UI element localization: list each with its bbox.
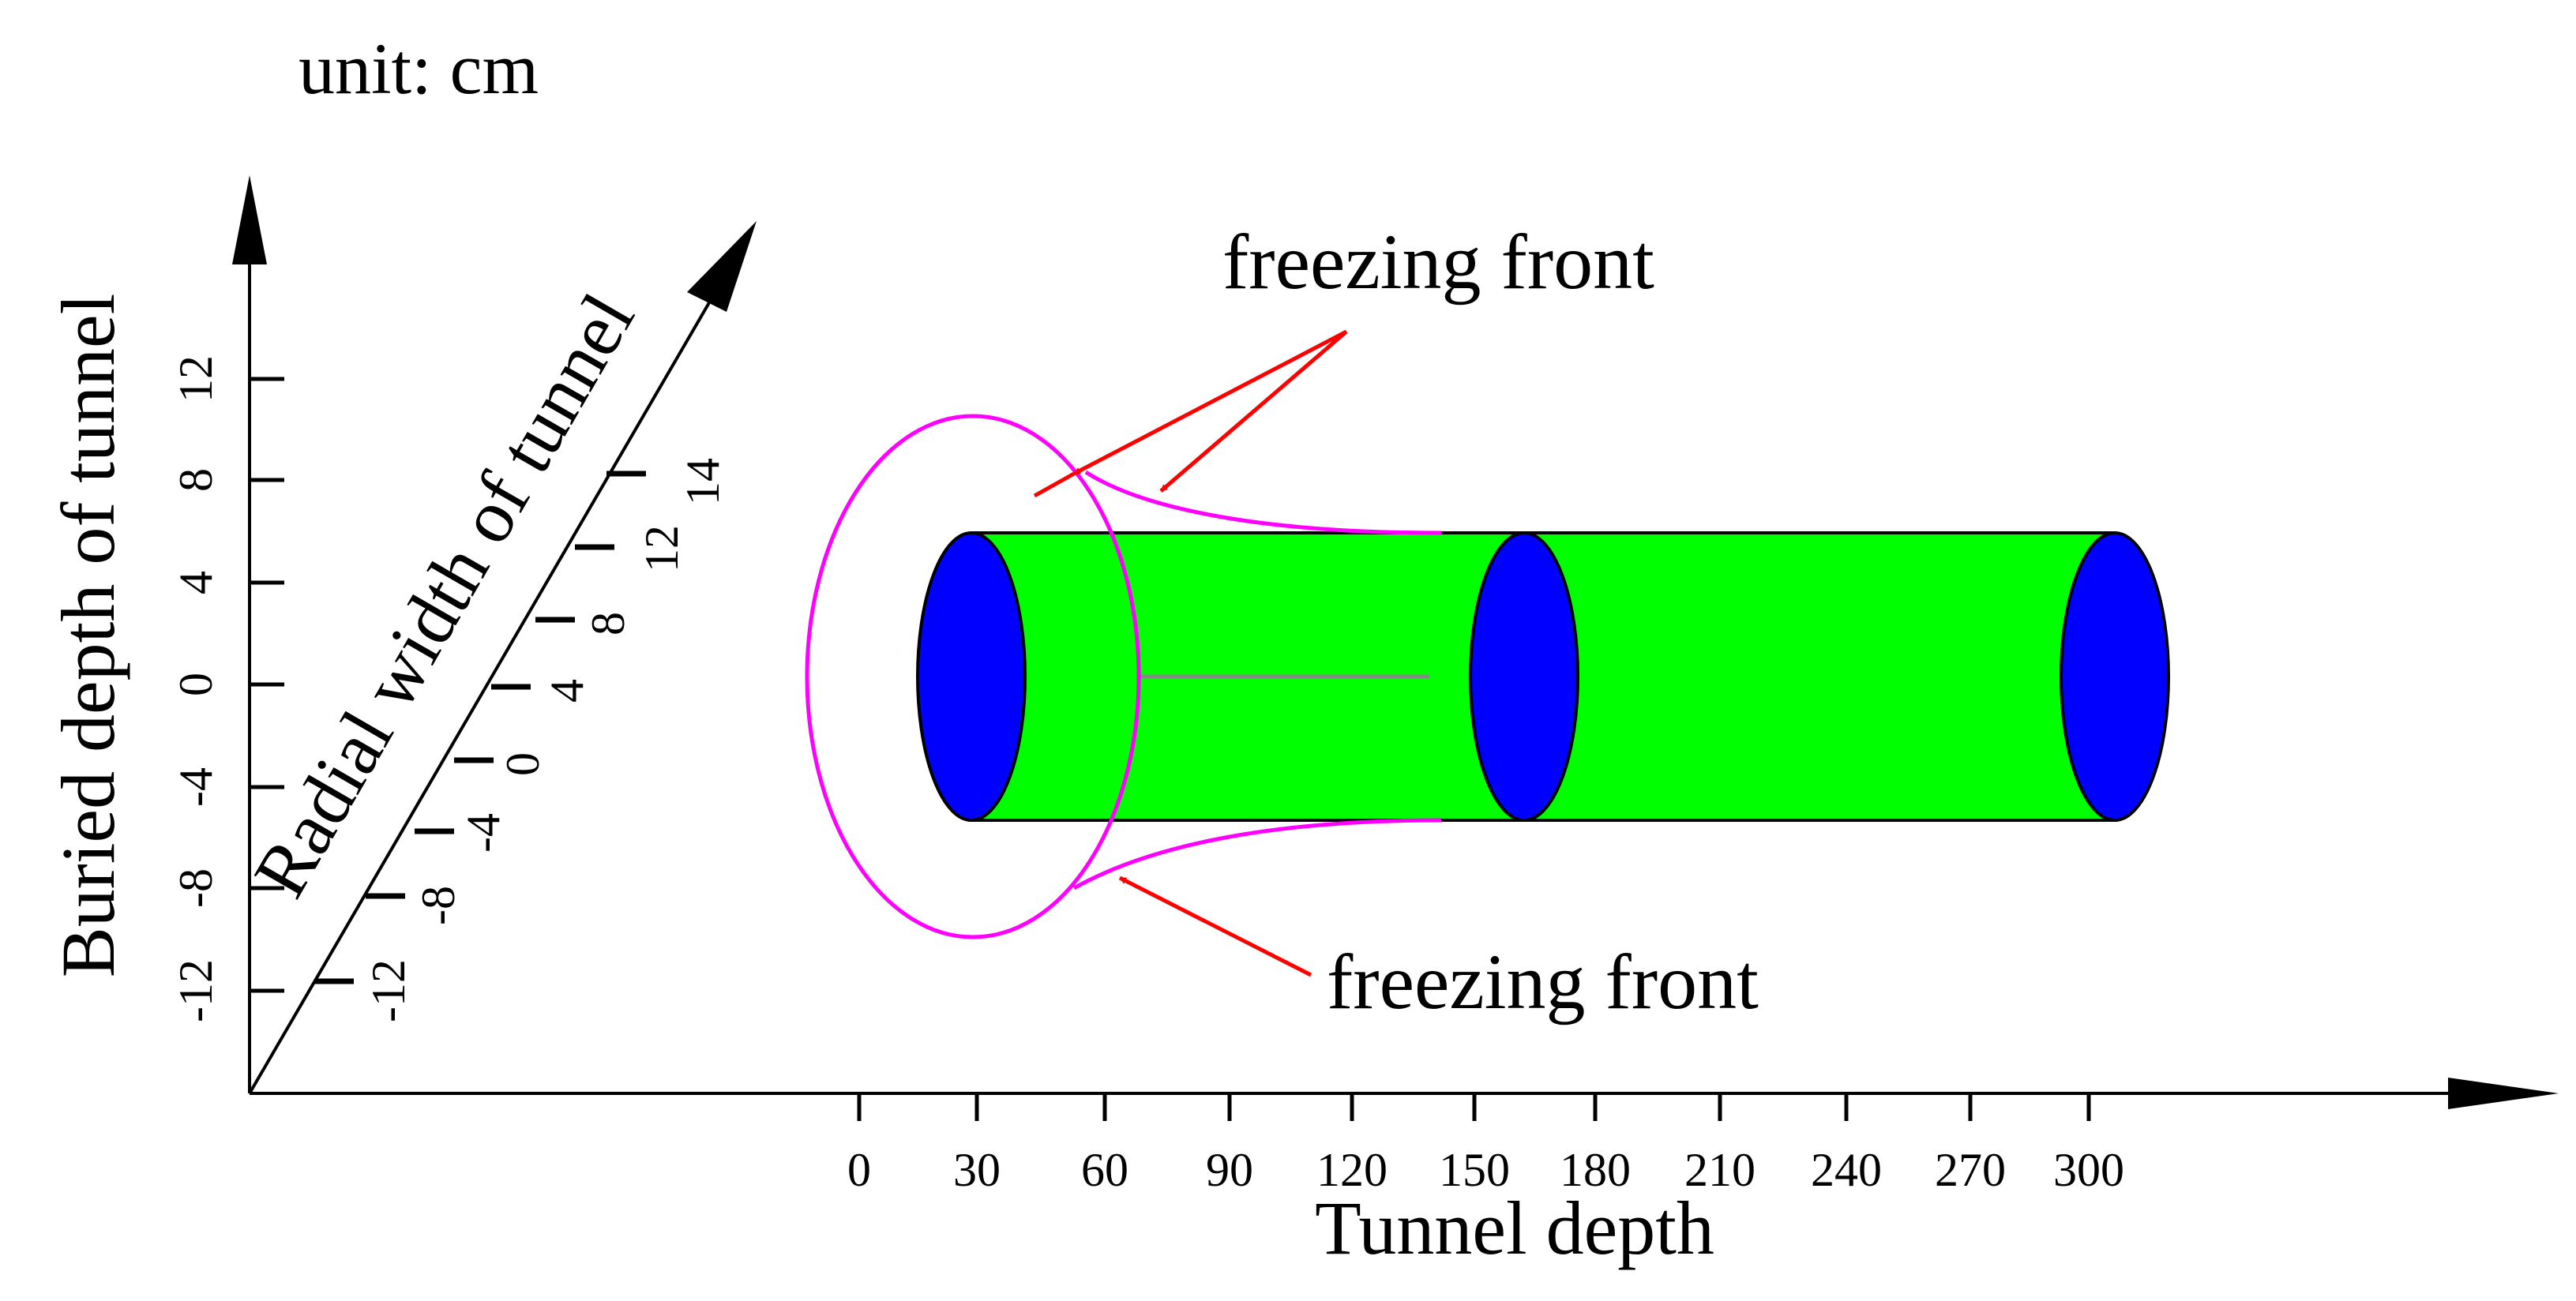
horizontal-tick-labels: 0 30 60 90 120 150 180 210 240 270 300 — [847, 1144, 2124, 1196]
vertical-tick-label: 0 — [170, 673, 222, 696]
annotation-arrows — [1033, 329, 1348, 977]
horizontal-axis-ticks — [857, 1093, 2091, 1121]
vertical-axis-title: Buried depth of tunnel — [46, 294, 130, 977]
vertical-tick-label: 8 — [170, 468, 222, 492]
arrow-top-left-tail — [1033, 471, 1076, 498]
vertical-tick-label: 12 — [170, 355, 222, 403]
horizontal-tick-label: 120 — [1316, 1144, 1388, 1196]
vertical-tick-labels: -12 -8 -4 0 4 8 12 — [170, 355, 222, 1022]
freezing-front-bottom-curve — [1072, 818, 1442, 890]
tunnel-section-300 — [2060, 531, 2170, 822]
horizontal-axis-title: Tunnel depth — [1315, 1186, 1714, 1270]
radial-tick-label: 14 — [677, 458, 729, 505]
vertical-axis-arrowhead — [232, 175, 267, 264]
arrow-top-left — [1072, 329, 1348, 476]
horizontal-tick-label: 30 — [953, 1144, 1001, 1196]
radial-axis-arrowhead — [687, 221, 757, 312]
horizontal-tick-label: 90 — [1206, 1144, 1253, 1196]
horizontal-tick-label: 210 — [1684, 1144, 1756, 1196]
radial-tick-label: -8 — [412, 886, 464, 925]
horizontal-axis-arrowhead — [2448, 1078, 2559, 1109]
radial-tick-label: 8 — [582, 612, 634, 636]
vertical-tick-label: -8 — [170, 868, 222, 908]
horizontal-tick-label: 300 — [2053, 1144, 2124, 1196]
arrow-top-right — [1159, 330, 1348, 493]
radial-axis-ticks — [314, 471, 646, 984]
vertical-tick-label: 4 — [170, 571, 222, 594]
radial-tick-labels: -12 -8 -4 0 4 8 12 14 — [362, 458, 729, 1022]
radial-tick-label: -4 — [457, 813, 509, 853]
freezing-front-label-bottom: freezing front — [1327, 938, 1759, 1025]
horizontal-tick-label: 270 — [1935, 1144, 2006, 1196]
horizontal-tick-label: 0 — [847, 1144, 871, 1196]
radial-axis-line — [248, 298, 712, 1095]
vertical-tick-label: -4 — [170, 767, 222, 807]
arrow-bottom — [1118, 875, 1312, 977]
tunnel-section-150 — [1469, 531, 1579, 822]
tunnel-cylinder — [916, 531, 2170, 822]
radial-tick-label: 0 — [497, 752, 549, 776]
tunnel-section-0 — [916, 531, 1027, 822]
horizontal-tick-label: 150 — [1439, 1144, 1510, 1196]
vertical-axis-ticks — [250, 377, 284, 993]
horizontal-tick-label: 60 — [1081, 1144, 1128, 1196]
freezing-front — [805, 414, 1442, 939]
vertical-tick-label: -12 — [170, 959, 222, 1022]
freezing-front-ellipse — [805, 414, 1141, 939]
horizontal-tick-label: 180 — [1560, 1144, 1631, 1196]
horizontal-tick-label: 240 — [1811, 1144, 1882, 1196]
tunnel-body-segment-2 — [1524, 533, 2115, 820]
freezing-front-label-top: freezing front — [1222, 218, 1654, 306]
freezing-front-top-curve — [1084, 470, 1442, 535]
radial-tick-label: 12 — [636, 525, 688, 572]
radial-tick-label: 4 — [541, 679, 593, 703]
unit-label: unit: cm — [299, 28, 539, 109]
radial-axis-title: Radial width of tunnel — [237, 279, 650, 910]
radial-tick-label: -12 — [362, 959, 415, 1022]
